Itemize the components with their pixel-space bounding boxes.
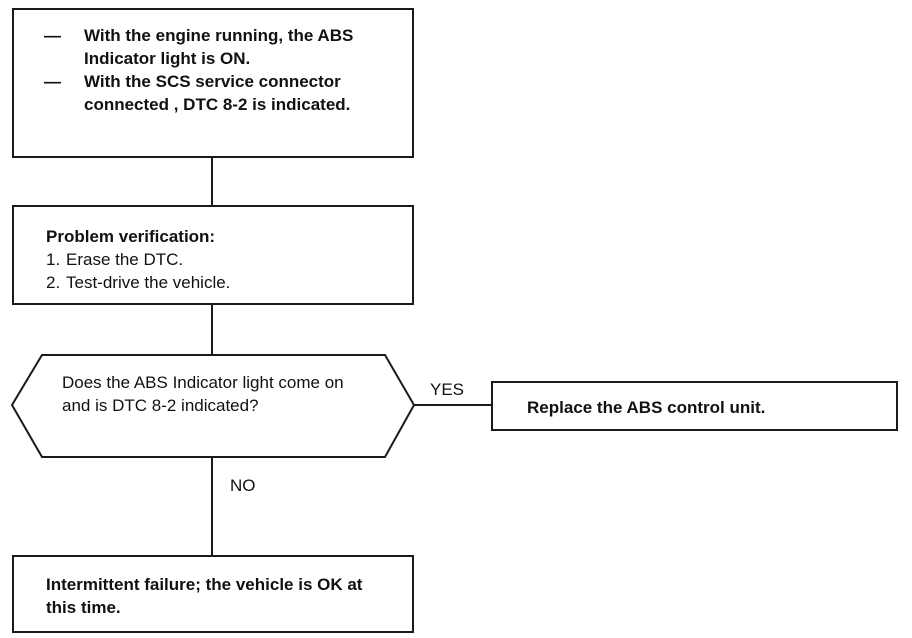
connector-line: [211, 305, 213, 355]
dash-bullet: —: [44, 26, 61, 45]
yes-label: YES: [430, 380, 465, 399]
verification-heading: Problem verification:: [46, 227, 216, 246]
no-label: NO: [230, 476, 256, 495]
connector-line: [211, 457, 213, 555]
no-outcome-box: Intermittent failure; the vehicle is OK …: [12, 555, 414, 633]
no-outcome-text: Intermittent failure; the vehicle is OK …: [46, 575, 363, 617]
verification-step: 2. Test-drive the vehicle.: [46, 271, 406, 294]
step-number: 1.: [46, 250, 61, 269]
decision-question: Does the ABS Indicator light come on and…: [62, 373, 344, 415]
yes-outcome-text: Replace the ABS control unit.: [527, 398, 766, 417]
start-condition-text: With the engine running, the ABS Indicat…: [84, 26, 354, 68]
step-number: 2.: [46, 273, 61, 292]
dash-bullet: —: [44, 72, 61, 91]
start-condition-text: With the SCS service connector connected…: [84, 72, 351, 114]
step-text: Erase the DTC.: [66, 250, 184, 269]
verification-box: Problem verification: 1. Erase the DTC. …: [12, 205, 414, 305]
start-condition-item: — With the SCS service connector connect…: [44, 70, 394, 116]
start-condition-item: — With the engine running, the ABS Indic…: [44, 24, 394, 70]
yes-outcome-box: Replace the ABS control unit.: [491, 381, 898, 431]
start-condition-box: — With the engine running, the ABS Indic…: [12, 8, 414, 158]
step-text: Test-drive the vehicle.: [66, 273, 231, 292]
connector-line: [211, 158, 213, 206]
verification-step: 1. Erase the DTC.: [46, 248, 406, 271]
